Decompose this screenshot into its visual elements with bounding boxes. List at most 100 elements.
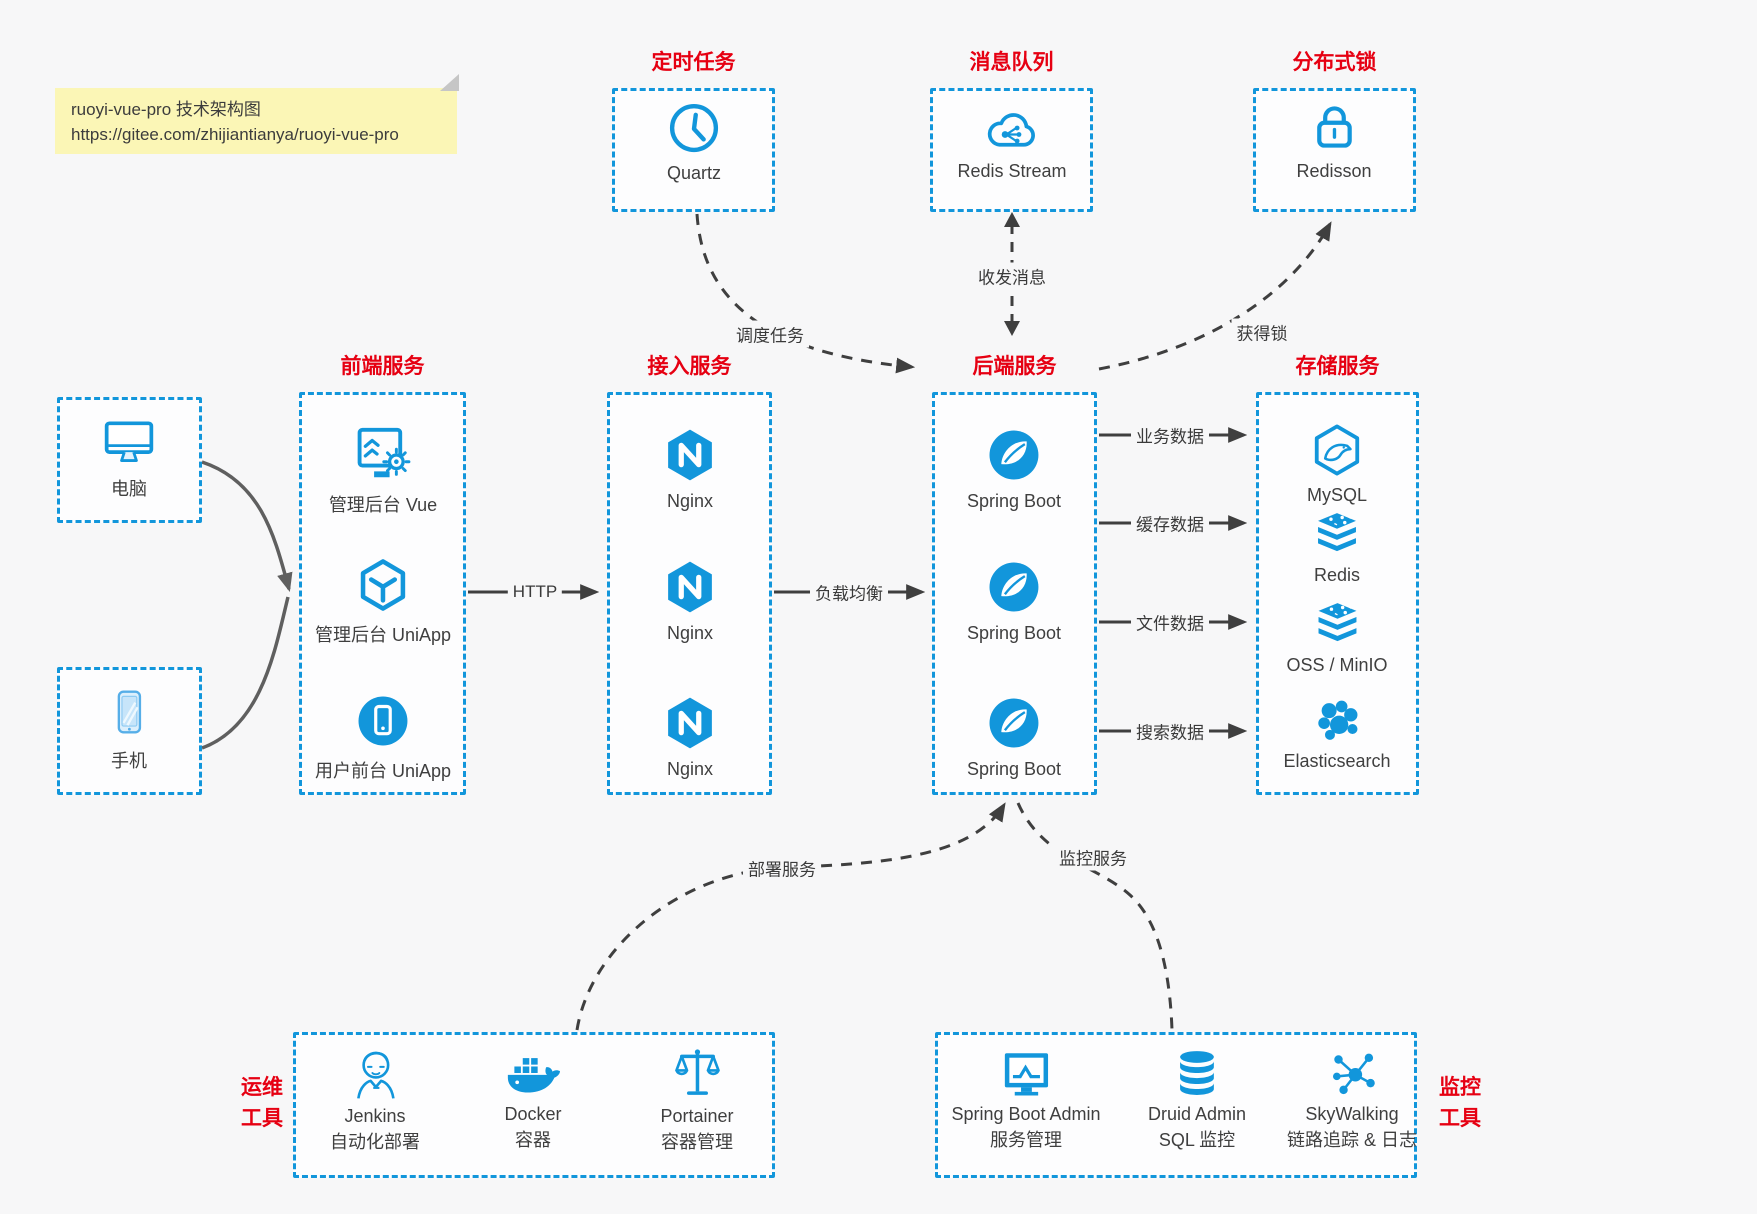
node-label: OSS / MinIO [1286,655,1388,675]
oss-minio-node: OSS / MinIO [1286,598,1388,676]
title-message-queue: 消息队列 [969,51,1054,74]
cloud-share-icon [987,113,1035,147]
node-label: Spring Boot [966,759,1062,779]
edge-label-http: HTTP [507,581,563,603]
node-label: Spring Boot [966,491,1062,511]
node-label: MySQL [1306,485,1368,505]
node-label: Nginx [666,759,714,779]
node-label: 电脑 [111,479,147,499]
tool-name: Spring Boot Admin [951,1104,1101,1124]
node-label: 手机 [111,751,147,771]
redis-node: Redis [1309,508,1365,586]
title-frontend: 前端服务 [340,355,425,378]
tool-desc: 自动化部署 [330,1132,420,1152]
phone-node: 手机 [104,684,154,773]
frontend-user-uniapp-node: 用户前台 UniApp [315,692,451,783]
edge-label-lock: 获得锁 [1231,318,1293,346]
computer-node: 电脑 [99,414,159,501]
tool-desc: 容器 [515,1130,551,1150]
nginx-node-2: Nginx [662,558,718,644]
tool-name: Docker [504,1104,562,1124]
druid-admin-node: Druid Admin SQL 监控 [1148,1046,1246,1152]
uniapp-cube-icon [360,559,406,611]
edge-monitor [1016,802,1174,1031]
edge-label-business-data: 业务数据 [1131,421,1209,449]
note-fold-corner [440,74,459,91]
node-label: Spring Boot [966,623,1062,643]
node-label: Nginx [666,491,714,511]
title-storage: 存储服务 [1295,355,1380,378]
edge-label-deploy: 部署服务 [743,854,821,882]
note-url: https://gitee.com/zhijiantianya/ruoyi-vu… [71,124,399,144]
title-scheduled-jobs: 定时任务 [651,51,736,74]
mobile-app-icon [358,696,408,746]
edge-label-monitor: 监控服务 [1054,843,1132,871]
nginx-icon [668,561,712,613]
node-label: 用户前台 UniApp [314,761,452,781]
spring-boot-node-1: Spring Boot [967,426,1061,512]
docker-whale-icon [507,1058,560,1093]
tool-desc: 链路追踪 & 日志 [1286,1130,1418,1150]
edge-deploy [575,802,1006,1031]
spring-boot-icon [989,698,1039,748]
node-label: Elasticsearch [1283,751,1391,771]
edge-label-load-balance: 负载均衡 [810,578,888,606]
clock-icon [669,103,719,153]
tool-desc: SQL 监控 [1158,1130,1236,1150]
redis-stream-box [930,88,1093,212]
docker-node: Docker 容器 [503,1046,563,1152]
redis-stream-node: Redis Stream [957,102,1067,182]
tool-name: Druid Admin [1147,1104,1247,1124]
tool-desc: 容器管理 [660,1132,733,1152]
edge-label-messaging: 收发消息 [973,262,1051,290]
redisson-node: Redisson [1296,100,1372,182]
node-label: Redisson [1296,161,1372,181]
spring-boot-node-2: Spring Boot [967,558,1061,644]
frontend-admin-vue-node: 管理后台 Vue [329,424,437,517]
node-label: 管理后台 UniApp [314,625,452,645]
ops-tools-label: 运维 工具 [241,1076,283,1130]
tool-name: SkyWalking [1305,1104,1399,1124]
node-label: Redis [1313,565,1361,585]
node-label: Quartz [666,163,722,183]
nginx-node-1: Nginx [662,426,718,512]
topology-icon [1333,1053,1375,1095]
scales-icon [674,1049,720,1095]
edge-label-search-data: 搜索数据 [1131,717,1209,745]
edge-computer-to-frontend [201,460,293,593]
portainer-node: Portainer 容器管理 [660,1044,734,1154]
sticky-note: ruoyi-vue-pro 技术架构图 https://gitee.com/zh… [55,74,459,154]
nginx-node-3: Nginx [662,694,718,780]
quartz-node: Quartz [666,100,722,184]
node-label: 管理后台 Vue [328,495,438,515]
edge-label-file-data: 文件数据 [1131,608,1209,636]
title-backend: 后端服务 [972,355,1057,378]
spring-boot-admin-node: Spring Boot Admin 服务管理 [951,1046,1101,1152]
jenkins-icon [357,1051,395,1099]
monitoring-tools-label: 监控 工具 [1439,1076,1481,1130]
edge-lock [1098,221,1332,371]
frontend-admin-uniapp-node: 管理后台 UniApp [315,556,451,647]
jenkins-node: Jenkins 自动化部署 [330,1044,420,1154]
spring-boot-node-3: Spring Boot [967,694,1061,780]
monitor-chart-icon [1004,1053,1048,1096]
nginx-icon [668,429,712,481]
mysql-node: MySQL [1307,422,1367,506]
title-distributed-lock: 分布式锁 [1292,51,1377,74]
edge-schedule [695,213,916,374]
node-label: Nginx [666,623,714,643]
spring-boot-icon [989,562,1039,612]
edge-label-schedule: 调度任务 [731,320,809,348]
edge-phone-to-frontend [201,596,290,750]
title-gateway: 接入服务 [647,355,732,378]
spring-boot-icon [989,430,1039,480]
lock-icon [1316,106,1352,148]
smartphone-icon [117,690,142,734]
redis-stack-icon [1318,513,1356,552]
elasticsearch-icon [1317,700,1357,740]
tool-desc: 服务管理 [990,1130,1062,1150]
note-title: ruoyi-vue-pro 技术架构图 [71,100,261,119]
desktop-icon [104,421,154,462]
